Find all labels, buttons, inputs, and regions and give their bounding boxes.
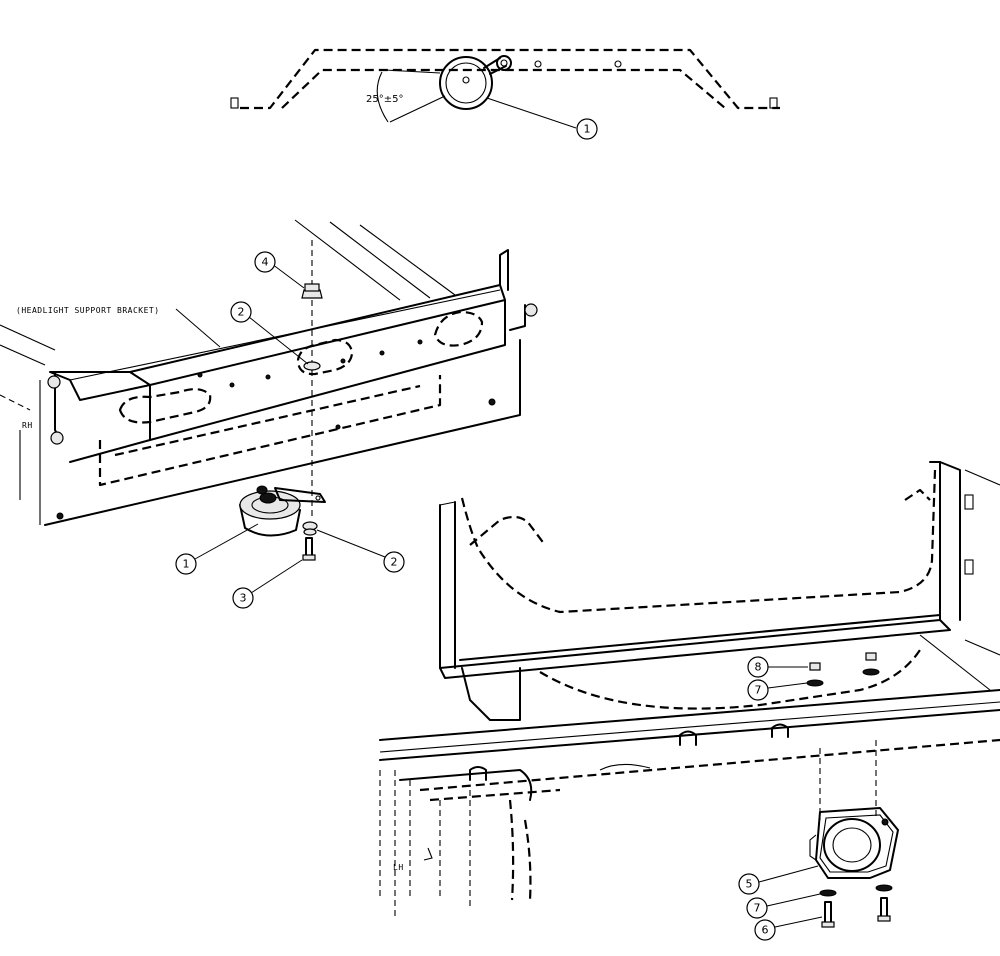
nut-8 [809, 662, 821, 671]
nut-4 [301, 283, 323, 299]
callout-4[interactable]: 4 [254, 251, 276, 273]
top-view: 25°±5° 1 [230, 48, 780, 140]
svg-text:2: 2 [238, 306, 245, 319]
bolt-3 [302, 537, 316, 561]
lh-chassis-assembly: LH 8 7 5 7 6 [379, 461, 1000, 941]
svg-text:3: 3 [240, 592, 247, 605]
svg-text:4: 4 [262, 256, 269, 269]
callout-2-upper[interactable]: 2 [230, 301, 252, 323]
bolt-6-right [877, 897, 891, 922]
angle-dimension: 25°±5° [366, 69, 446, 123]
corner-nuts [47, 303, 538, 445]
callout-1-top[interactable]: 1 [576, 118, 598, 140]
callout-3[interactable]: 3 [232, 587, 254, 609]
callout-8[interactable]: 8 [747, 656, 769, 678]
svg-text:5: 5 [746, 878, 753, 891]
washer-2-lower [302, 521, 318, 536]
headlight-bracket-assembly: (HEADLIGHT SUPPORT BRACKET) RH 4 2 1 2 3 [0, 219, 538, 609]
rh-label: RH [22, 421, 33, 430]
horn-assembly [239, 485, 326, 537]
horn-5 [809, 807, 899, 879]
callout-7-upper[interactable]: 7 [747, 679, 769, 701]
svg-text:8: 8 [755, 661, 762, 674]
washer-7-right [862, 668, 880, 676]
svg-text:7: 7 [755, 684, 762, 697]
washer-7-upper [806, 679, 824, 687]
callout-6[interactable]: 6 [754, 919, 776, 941]
headlight-bracket-label: (HEADLIGHT SUPPORT BRACKET) [16, 306, 160, 315]
horn-top-view [439, 55, 512, 110]
svg-text:1: 1 [183, 558, 190, 571]
callout-2-lower[interactable]: 2 [383, 551, 405, 573]
callout-5[interactable]: 5 [738, 873, 760, 895]
washer-7-lower-right [875, 884, 893, 892]
washer-7-lower [819, 889, 837, 897]
svg-text:1: 1 [584, 123, 591, 136]
bolt-6 [821, 901, 835, 928]
angle-dimension-label: 25°±5° [366, 94, 403, 105]
svg-text:7: 7 [754, 902, 761, 915]
svg-text:6: 6 [762, 924, 769, 937]
lh-label: LH [393, 863, 404, 872]
nut-8-right [865, 652, 877, 661]
svg-text:2: 2 [391, 556, 398, 569]
callout-1-horn[interactable]: 1 [175, 553, 197, 575]
callout-7-lower[interactable]: 7 [746, 897, 768, 919]
